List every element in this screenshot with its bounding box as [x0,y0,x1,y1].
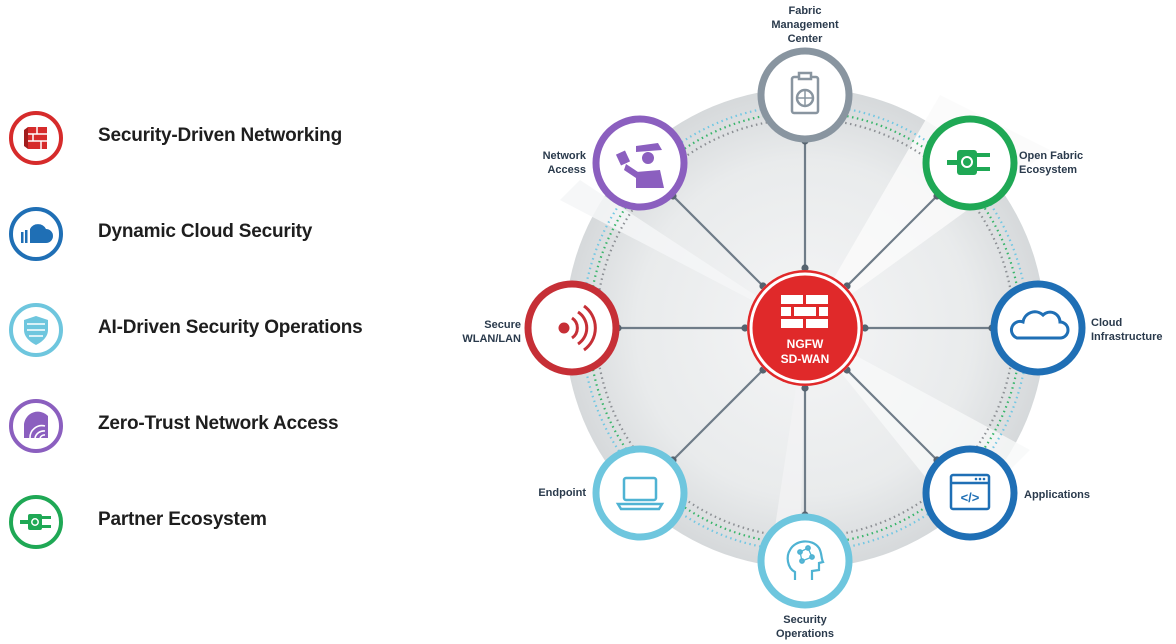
center-line2: SD-WAN [780,352,830,366]
center-line1: NGFW [786,337,824,351]
light-wedge [770,328,805,560]
legend: Security-Driven Networking Dynamic Cloud… [0,0,440,644]
laptop-icon [615,476,665,511]
legend-label: AI-Driven Security Operations [98,317,363,338]
node-security-operations [757,513,853,609]
legend-item-security-networking: Security-Driven Networking [8,110,438,166]
ai-security-shield-icon [9,303,63,357]
node-endpoint [592,445,688,541]
light-wedge [560,180,805,328]
legend-label: Zero-Trust Network Access [98,413,339,434]
legend-item-zero-trust: Zero-Trust Network Access [8,398,438,454]
node-network-access [592,115,688,211]
ngfw-sdwan-node [747,270,863,386]
legend-label: Dynamic Cloud Security [98,221,313,242]
plug-icon [947,150,990,175]
legend-item-partner: Partner Ecosystem [8,494,438,550]
fabric-diagram: </> [440,0,1176,644]
label-endpoint: Endpoint [538,487,586,499]
firewall-icon [781,295,828,328]
center-label: NGFW SD-WAN [762,337,848,367]
svg-text:</>: </> [961,490,980,505]
node-open-fabric [922,115,1018,211]
legend-label: Partner Ecosystem [98,509,267,530]
node-fabric-management [757,47,853,143]
ai-head-icon [786,540,825,580]
cloud-icon [1009,310,1070,340]
node-secure-wlan [524,280,620,376]
legend-item-cloud-security: Dynamic Cloud Security [8,206,438,262]
label-applications: Applications [1024,489,1091,501]
security-networking-icon [9,111,63,165]
legend-label: Security-Driven Networking [98,125,342,146]
legend-item-ai-security: AI-Driven Security Operations [8,302,438,358]
code-window-icon: </> [949,473,991,511]
zero-trust-icon [9,399,63,453]
node-cloud-infrastructure [990,280,1086,376]
wireless-icon [558,304,597,352]
clipboard-icon [790,71,820,115]
cloud-security-icon [9,207,63,261]
node-applications: </> [922,445,1018,541]
plug-icon [9,495,63,549]
guard-icon [615,143,664,188]
